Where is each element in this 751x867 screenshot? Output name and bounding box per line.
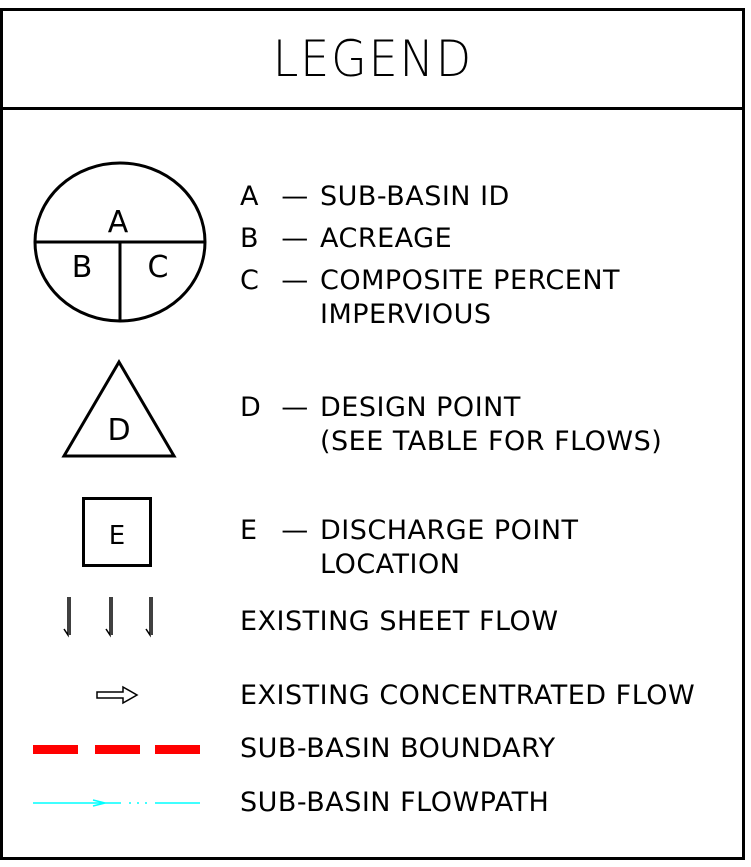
legend-item-sheet-flow: EXISTING SHEET FLOW xyxy=(240,605,559,639)
triangle-symbol-icon: D xyxy=(61,359,177,460)
item-letter: B xyxy=(240,223,260,254)
legend-item-flowpath: SUB-BASIN FLOWPATH xyxy=(240,786,549,820)
item-text: DISCHARGE POINT xyxy=(320,515,579,546)
item-dash: — xyxy=(281,265,309,296)
legend-panel: LEGEND xyxy=(0,8,745,860)
item-dash: — xyxy=(281,515,309,546)
triangle-letter: D xyxy=(107,413,130,448)
flowpath-line-icon xyxy=(33,797,203,809)
circle-letter-top: A xyxy=(108,205,129,240)
legend-item-d: D — DESIGN POINT (SEE TABLE FOR FLOWS) xyxy=(240,391,662,459)
item-text: COMPOSITE PERCENT xyxy=(320,265,621,296)
item-text: DESIGN POINT xyxy=(320,392,521,423)
item-text: EXISTING CONCENTRATED FLOW xyxy=(240,680,696,711)
legend-item-a: A — SUB-BASIN ID xyxy=(240,180,510,214)
item-text: SUB-BASIN ID xyxy=(320,181,510,212)
item-letter: C xyxy=(240,265,260,296)
legend-item-c: C — COMPOSITE PERCENT IMPERVIOUS xyxy=(240,264,620,332)
concentrated-flow-arrow-icon xyxy=(95,684,140,706)
legend-item-e: E — DISCHARGE POINT LOCATION xyxy=(240,514,579,582)
circle-letter-right: C xyxy=(148,250,169,285)
item-letter: D xyxy=(240,392,262,423)
item-letter: E xyxy=(240,515,258,546)
legend-item-concentrated-flow: EXISTING CONCENTRATED FLOW xyxy=(240,679,695,713)
item-dash: — xyxy=(281,181,309,212)
item-text-line2: (SEE TABLE FOR FLOWS) xyxy=(320,426,663,457)
item-letter: A xyxy=(240,181,259,212)
item-text: SUB-BASIN FLOWPATH xyxy=(240,787,550,818)
circle-symbol-icon: A B C xyxy=(30,160,210,325)
legend-title: LEGEND xyxy=(272,30,473,88)
item-text: SUB-BASIN BOUNDARY xyxy=(240,733,556,764)
legend-item-b: B — ACREAGE xyxy=(240,222,452,256)
square-symbol-icon: E xyxy=(82,497,152,567)
item-text: EXISTING SHEET FLOW xyxy=(240,606,559,637)
legend-item-boundary: SUB-BASIN BOUNDARY xyxy=(240,732,556,766)
circle-letter-left: B xyxy=(72,250,93,285)
item-text-line2: LOCATION xyxy=(320,549,461,580)
item-dash: — xyxy=(281,223,309,254)
boundary-dashed-line-icon xyxy=(33,743,203,755)
legend-header: LEGEND xyxy=(3,11,742,110)
square-letter: E xyxy=(109,521,125,551)
item-text: ACREAGE xyxy=(320,223,453,254)
item-text-line2: IMPERVIOUS xyxy=(320,299,492,330)
sheet-flow-icon xyxy=(60,595,160,640)
item-dash: — xyxy=(281,392,309,423)
